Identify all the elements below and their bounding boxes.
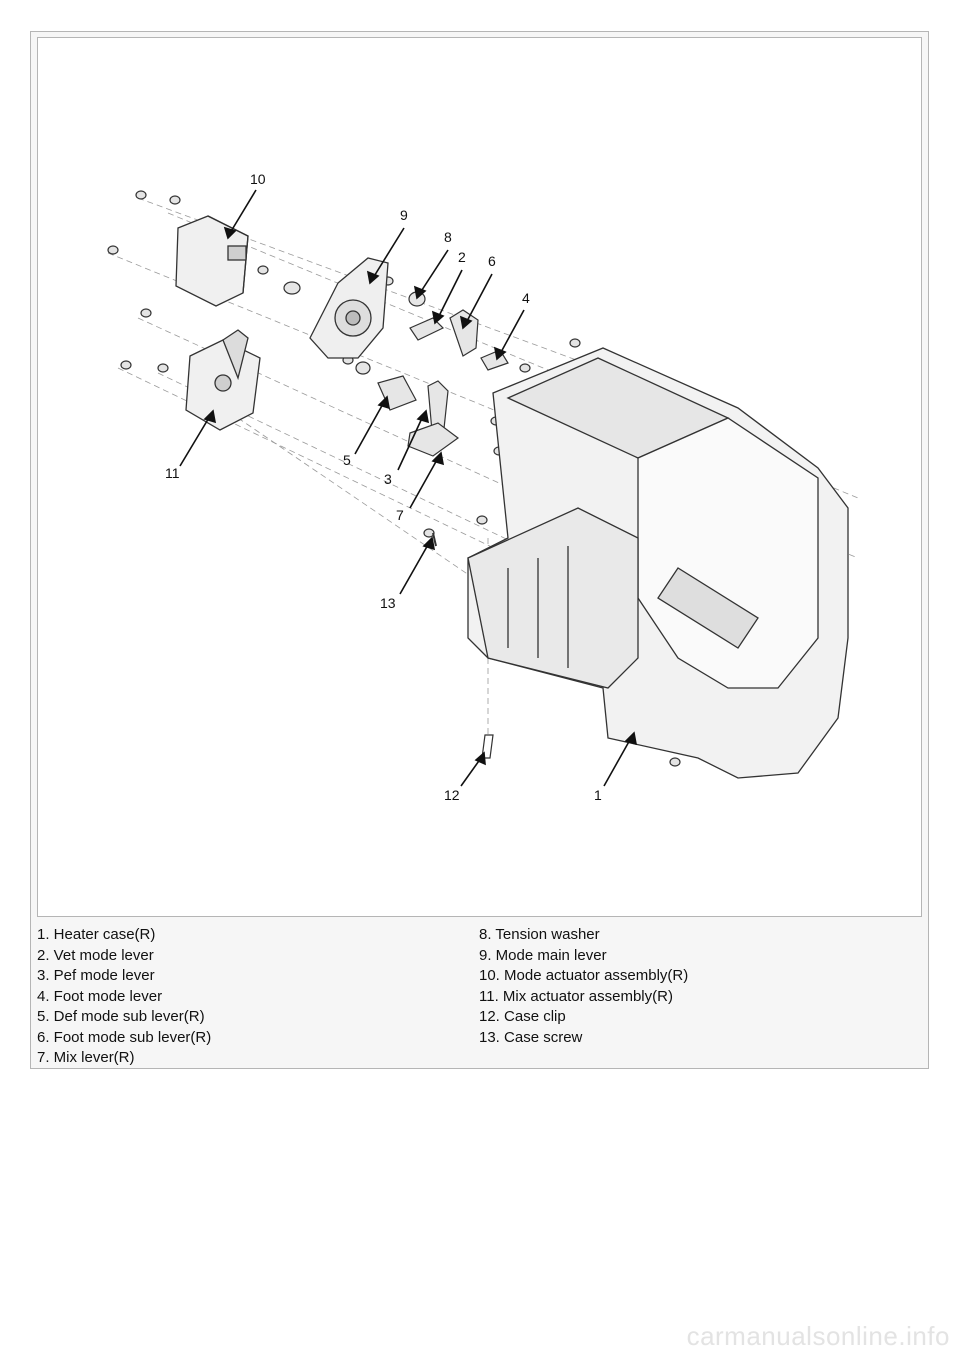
callout-2: 2 bbox=[458, 249, 466, 265]
legend-right-column: 8. Tension washer 9. Mode main lever 10.… bbox=[479, 925, 688, 1048]
diagram-frame: 10 9 8 2 6 4 11 5 3 7 13 12 1 1. Heater … bbox=[30, 31, 929, 1069]
legend-item: 4. Foot mode lever bbox=[37, 987, 163, 1005]
mode-main-lever bbox=[309, 257, 389, 359]
callout-5: 5 bbox=[343, 452, 351, 468]
legend-item: 13. Case screw bbox=[479, 1028, 583, 1046]
callout-9: 9 bbox=[400, 207, 408, 223]
small-levers bbox=[283, 281, 509, 759]
legend-item: 11. Mix actuator assembly(R) bbox=[479, 987, 673, 1005]
heater-case bbox=[467, 347, 849, 779]
exploded-view-drawing: 10 9 8 2 6 4 11 5 3 7 13 12 1 bbox=[107, 171, 859, 803]
exploded-view-figure: 10 9 8 2 6 4 11 5 3 7 13 12 1 bbox=[37, 37, 922, 917]
callout-3: 3 bbox=[384, 471, 392, 487]
parts-legend: 1. Heater case(R) 2. Vet mode lever 3. P… bbox=[31, 925, 928, 1066]
mode-actuator-assembly bbox=[175, 215, 249, 307]
callout-8: 8 bbox=[444, 229, 452, 245]
legend-item: 1. Heater case(R) bbox=[37, 926, 156, 943]
legend-item: 10. Mode actuator assembly(R) bbox=[479, 967, 689, 984]
legend-item: 8. Tension washer bbox=[479, 926, 600, 943]
callout-4: 4 bbox=[522, 290, 530, 306]
callout-labels: 10 9 8 2 6 4 11 5 3 7 13 12 1 bbox=[165, 171, 602, 803]
callout-10: 10 bbox=[250, 171, 266, 187]
callout-7: 7 bbox=[396, 507, 404, 523]
callout-1: 1 bbox=[594, 787, 602, 803]
legend-item: 5. Def mode sub lever(R) bbox=[37, 1008, 205, 1025]
legend-item: 2. Vet mode lever bbox=[37, 946, 154, 964]
callout-13: 13 bbox=[380, 595, 396, 611]
legend-item: 9. Mode main lever bbox=[479, 946, 607, 964]
legend-item: 3. Pef mode lever bbox=[37, 967, 155, 984]
callout-leaders bbox=[179, 189, 638, 787]
legend-item: 7. Mix lever(R) bbox=[37, 1049, 135, 1066]
legend-left-column: 1. Heater case(R) 2. Vet mode lever 3. P… bbox=[37, 925, 211, 1069]
legend-item: 6. Foot mode sub lever(R) bbox=[37, 1028, 212, 1046]
watermark: carmanualsonline.info bbox=[686, 1321, 950, 1351]
callout-6: 6 bbox=[488, 253, 496, 269]
callout-12: 12 bbox=[444, 787, 460, 803]
legend-item: 12. Case clip bbox=[479, 1008, 566, 1025]
mix-actuator-assembly bbox=[185, 329, 261, 431]
callout-11: 11 bbox=[165, 465, 180, 481]
